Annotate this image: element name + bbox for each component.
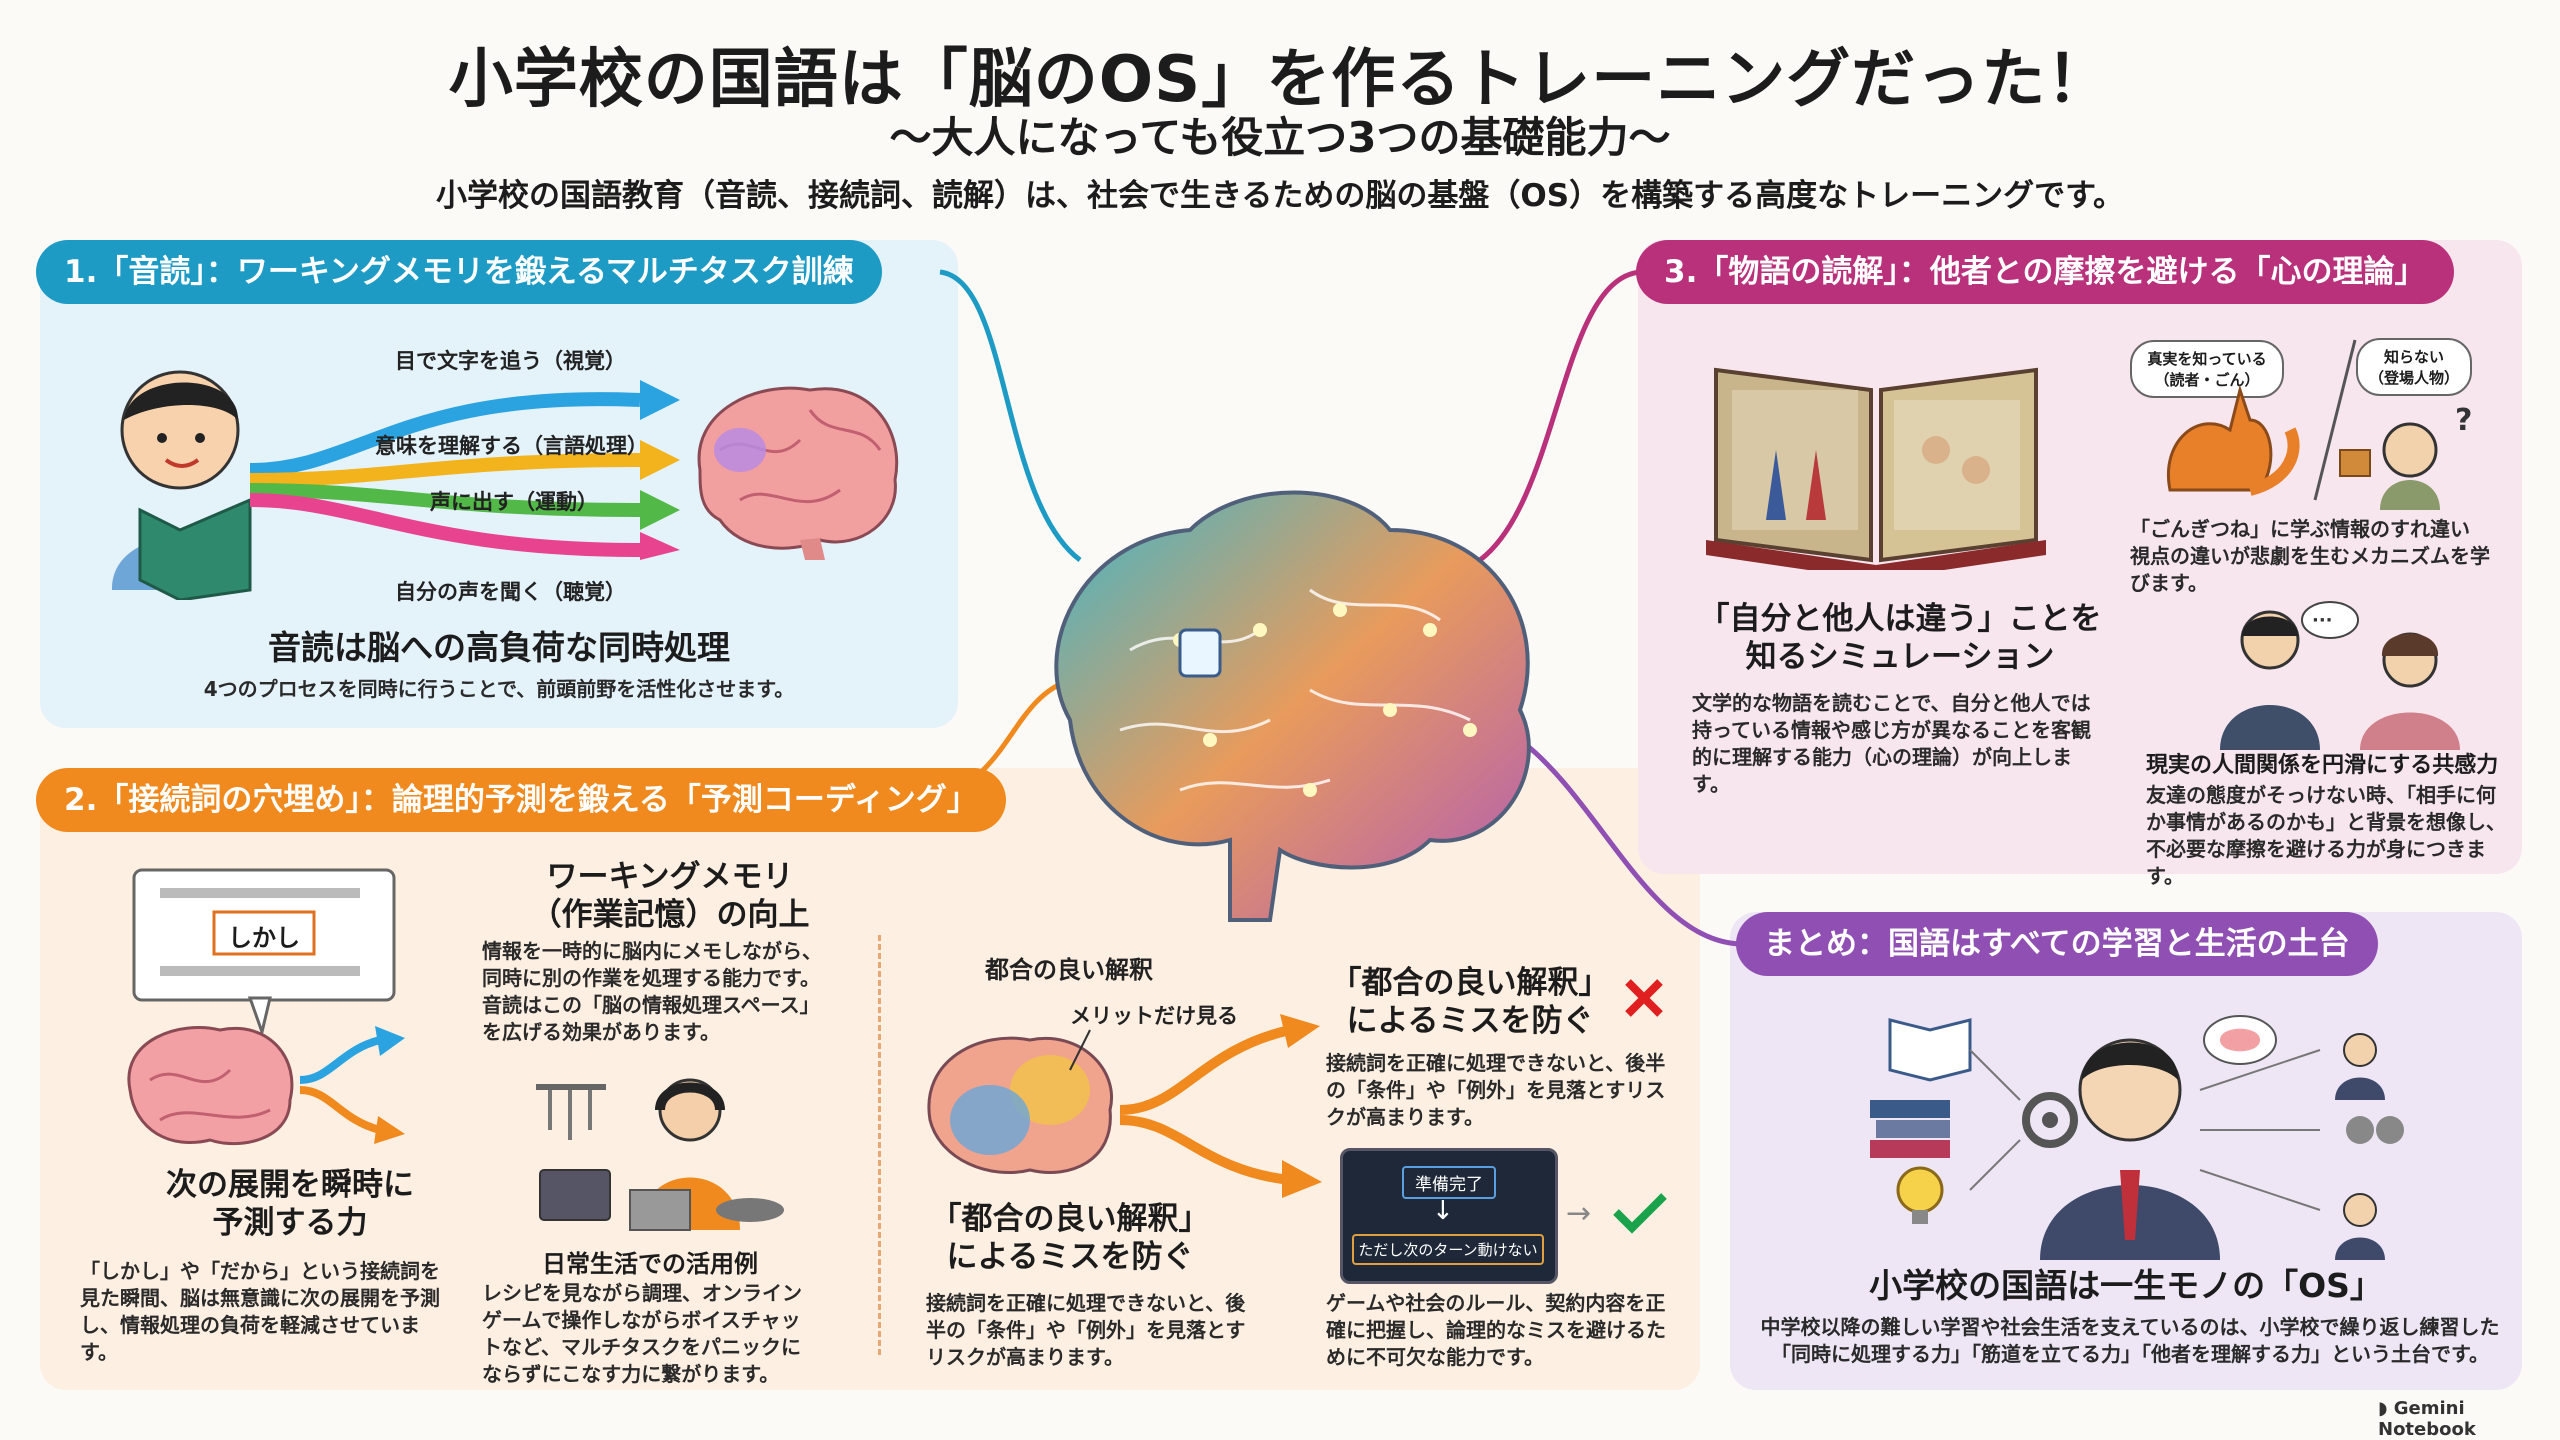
merit-label: メリットだけ見る <box>1070 1004 1238 1028</box>
mistake-title-right: 「都合の良い解釈」 によるミスを防ぐ <box>1330 965 1610 1039</box>
final-text: 中学校以降の難しい学習や社会生活を支えているのは、小学校で繰り返し練習した「同時… <box>1760 1315 2500 1366</box>
divider <box>878 935 885 1355</box>
sim-title: 「自分と他人は違う」ことを 知るシミュレーション <box>1698 601 2102 675</box>
section1-summary-title: 音読は脳への高負荷な同時処理 <box>268 628 730 667</box>
brain-icon-section1 <box>697 386 899 560</box>
arrow-label-motor: 声に出す（運動） <box>430 490 598 514</box>
section4-panel <box>1730 912 2522 1390</box>
intro-text: 小学校の国語教育（音読、接続詞、読解）は、社会で生きるための脳の基盤（OS）を構… <box>436 178 2124 214</box>
process-arrows <box>249 380 680 560</box>
brand-logo: ◗ Gemini Notebook <box>2378 1398 2560 1440</box>
arrow-label-visual: 目で文字を追う（視覚） <box>395 349 626 373</box>
mistake-text-left: 接続詞を正確に処理できないと、後半の「条件」や「例外」を見落とすリスクが高まりま… <box>926 1291 1246 1369</box>
page-title: 小学校の国語は「脳のOS」を作るトレーニングだった！ <box>448 43 2112 117</box>
empathy-title: 現実の人間関係を円滑にする共感力 <box>2146 753 2499 778</box>
unknown-label: 知らない （登場人物） <box>2356 338 2472 396</box>
cooking-person-icon <box>536 1078 784 1231</box>
section3-heading: 3.「物語の読解」：他者との摩擦を避ける「心の理論」 <box>1636 240 2454 304</box>
empathy-text: 友達の態度がそっけない時、「相手に何か事情があるのかも」と背景を想像し、不必要な… <box>2146 783 2506 888</box>
daily-text: レシピを見ながら調理、オンラインゲームで操作しながらボイスチャットなど、マルチタ… <box>482 1281 802 1386</box>
bubble-word: しかし <box>228 924 300 952</box>
daily-title: 日常生活での活用例 <box>542 1250 758 1278</box>
mistake-text-right: 接続詞を正確に処理できないと、後半の「条件」や「例外」を見落とすリスクが高まりま… <box>1326 1051 1666 1129</box>
game-text: ゲームや社会のルール、契約内容を正確に把握し、論理的なミスを避けるために不可欠な… <box>1326 1291 1666 1369</box>
central-brain-icon <box>1054 490 1531 922</box>
check-mark-icon <box>1613 1193 1667 1234</box>
predict-brain-icon <box>127 1026 405 1146</box>
wm-title: ワーキングメモリ （作業記憶）の向上 <box>530 859 810 933</box>
x-mark-icon <box>1625 979 1663 1017</box>
section1-heading: 1.「音読」：ワーキングメモリを鍛えるマルチタスク訓練 <box>36 240 882 304</box>
wm-text: 情報を一時的に脳内にメモしながら、同時に別の作業を処理する能力です。音読はこの「… <box>482 939 822 1044</box>
right-arrow-icon: → <box>1566 1196 1592 1231</box>
section2-heading: 2.「接続詞の穴埋め」：論理的予測を鍛える「予測コーディング」 <box>36 768 1006 832</box>
gongitsune-text: 「ごんぎつね」に学ぶ情報のすれ違い 視点の違いが悲劇を生むメカニズムを学びます。 <box>2130 517 2490 595</box>
section1-summary-text: 4つのプロセスを同時に行うことで、前頭前野を活性化させます。 <box>203 677 795 701</box>
sim-text: 文学的な物語を読むことで、自分と他人では持っている情報や感じ方が異なることを客観… <box>1692 691 2091 796</box>
svg-text:···: ··· <box>2312 610 2333 631</box>
screen-top-label: 準備完了 <box>1402 1166 1496 1199</box>
predict-text: 「しかし」や「だから」という接続詞を見た瞬間、脳は無意識に次の展開を予測し、情報… <box>80 1259 440 1364</box>
page-subtitle: 〜大人になっても役立つ3つの基礎能力〜 <box>889 113 1671 162</box>
section4-heading: まとめ：国語はすべての学習と生活の土台 <box>1736 912 2378 976</box>
screen-bottom-label: ただし次のターン動けない <box>1352 1234 1544 1265</box>
brand-icon: ◗ <box>2378 1398 2394 1419</box>
speech-bubble-icon <box>132 868 396 1036</box>
convenient-label: 都合の良い解釈 <box>985 956 1153 984</box>
game-screen <box>1340 1148 1558 1284</box>
convenient-brain-icon <box>927 1014 1322 1198</box>
down-arrow-icon: ↓ <box>1432 1196 1454 1226</box>
summary-illustration <box>1870 1015 2404 1260</box>
fox-and-person-icon: ? <box>2167 339 2472 510</box>
mistake-title-left: 「都合の良い解釈」 によるミスを防ぐ <box>930 1201 1210 1275</box>
arrow-label-audio: 自分の声を聞く（聴覚） <box>395 580 626 604</box>
predict-title: 次の展開を瞬時に 予測する力 <box>166 1167 414 1241</box>
final-title: 小学校の国語は一生モノの「OS」 <box>1869 1266 2383 1305</box>
arrow-label-language: 意味を理解する（言語処理） <box>375 434 648 458</box>
svg-text:?: ? <box>2455 403 2472 438</box>
child-reading-icon <box>111 370 252 600</box>
knows-label: 真実を知っている （読者・ごん） <box>2130 340 2284 398</box>
open-book-icon <box>1706 367 2046 570</box>
two-people-talking-icon: ··· <box>2220 601 2460 750</box>
